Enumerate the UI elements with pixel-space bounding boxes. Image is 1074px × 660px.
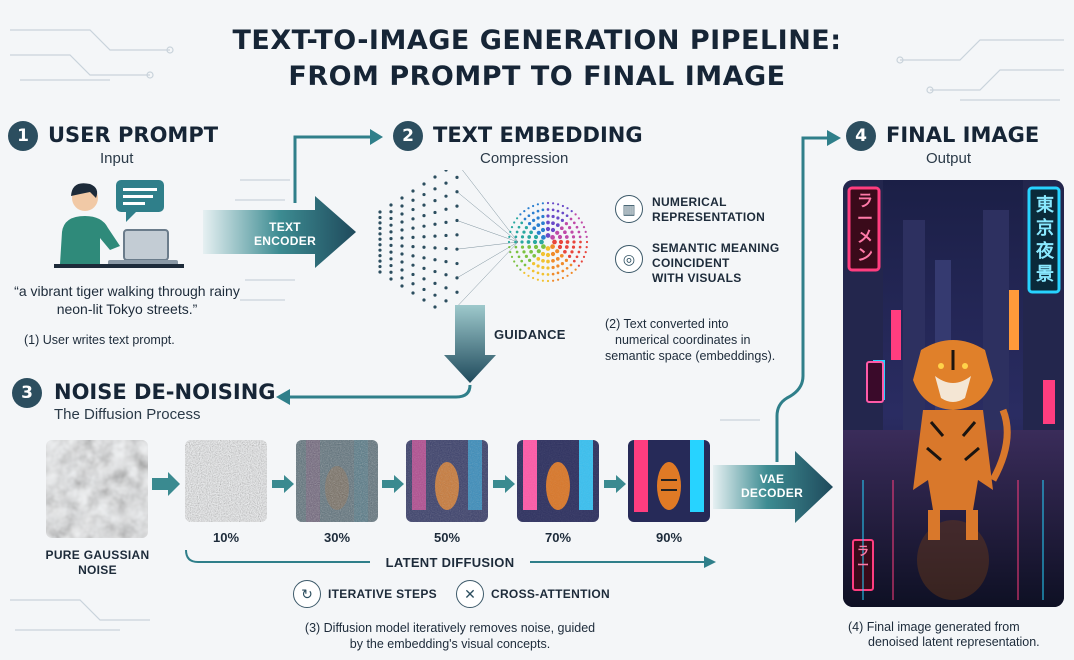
- step1-subtitle: Input: [100, 150, 134, 167]
- cross-attention-icon: ✕: [456, 580, 484, 608]
- step1-badge: 1: [8, 121, 38, 151]
- step3-badge: 3: [12, 378, 42, 408]
- step1-note: (1) User writes text prompt.: [24, 333, 175, 347]
- feature1-line1: NUMERICAL: [652, 195, 727, 209]
- neon-sign-tokyo: 東京夜景: [1036, 195, 1054, 284]
- step-image-90: [628, 440, 710, 522]
- gaussian-noise-image: [46, 440, 148, 538]
- feature2-line2: COINCIDENT: [652, 256, 730, 270]
- noise-label-1: PURE GAUSSIAN: [45, 548, 150, 562]
- step-label-30: 30%: [323, 530, 351, 545]
- page-title: TEXT-TO-IMAGE GENERATION PIPELINE:: [232, 25, 842, 56]
- latent-diffusion-label: LATENT DIFFUSION: [385, 555, 515, 570]
- step-label-50: 50%: [433, 530, 461, 545]
- step4-note-1: (4) Final image generated from: [848, 620, 1020, 634]
- step2-subtitle: Compression: [480, 150, 569, 167]
- step3-subtitle: The Diffusion Process: [54, 406, 201, 423]
- latent-diffusion-line: [185, 549, 716, 568]
- step-label-10: 10%: [212, 530, 240, 545]
- text-encoder-arrow: [203, 196, 356, 268]
- step-image-30: [296, 440, 378, 522]
- step2-note-3: semantic space (embeddings).: [605, 349, 776, 363]
- user-laptop-icon: [54, 180, 184, 268]
- step4-title: FINAL IMAGE: [886, 123, 1040, 147]
- step2-note-2: numerical coordinates in: [615, 333, 751, 347]
- step4-badge: 4: [846, 121, 876, 151]
- prompt-text: “a vibrant tiger walking through rainy n…: [14, 283, 240, 317]
- step1-title: USER PROMPT: [48, 123, 219, 147]
- encoder-label-1: TEXT: [269, 220, 301, 234]
- step-image-50: [406, 440, 488, 522]
- step-image-10: [185, 440, 267, 522]
- flow-line-1-2: [293, 129, 383, 203]
- page-subtitle: FROM PROMPT TO FINAL IMAGE: [288, 61, 786, 92]
- final-image: ラーメン 東京夜景 ラー: [843, 180, 1064, 607]
- chart-icon: ▥: [615, 195, 643, 223]
- decoder-label-1: VAE: [759, 472, 785, 486]
- guidance-arrow: [276, 305, 496, 405]
- step2-note-1: (2) Text converted into: [605, 317, 729, 331]
- step2-title: TEXT EMBEDDING: [433, 123, 643, 147]
- neon-sign-reflection: ラー: [856, 544, 869, 572]
- step2-badge: 2: [393, 121, 423, 151]
- step4-note-2: denoised latent representation.: [868, 635, 1040, 649]
- globe-icon: ◎: [615, 245, 643, 273]
- step-image-70: [517, 440, 599, 522]
- encoder-label-2: ENCODER: [253, 234, 317, 248]
- feature1-line2: REPRESENTATION: [652, 210, 766, 224]
- decoder-label-2: DECODER: [740, 486, 804, 500]
- step3-title: NOISE DE-NOISING: [54, 380, 276, 404]
- step-arrows: [152, 472, 626, 496]
- feature2-line1: SEMANTIC MEANING: [652, 241, 780, 255]
- step3-note-1: (3) Diffusion model iteratively removes …: [304, 621, 596, 635]
- flow-line-to-4: [775, 130, 841, 462]
- chip-iterative-steps: ITERATIVE STEPS: [328, 587, 437, 601]
- noise-label-2: NOISE: [78, 563, 117, 577]
- iterative-icon: ↻: [293, 580, 321, 608]
- step-label-70: 70%: [544, 530, 572, 545]
- embedding-visual: [378, 170, 589, 309]
- step-label-90: 90%: [655, 530, 683, 545]
- final-image-scene: [843, 180, 1064, 607]
- step3-note-2: by the embedding's visual concepts.: [349, 637, 551, 651]
- feature2-line3: WITH VISUALS: [652, 271, 742, 285]
- chip-cross-attention: CROSS-ATTENTION: [491, 587, 610, 601]
- guidance-label: GUIDANCE: [494, 327, 566, 342]
- step4-subtitle: Output: [926, 150, 972, 167]
- vae-decoder-arrow: [713, 451, 833, 523]
- neon-sign-ramen: ラーメン: [856, 193, 873, 264]
